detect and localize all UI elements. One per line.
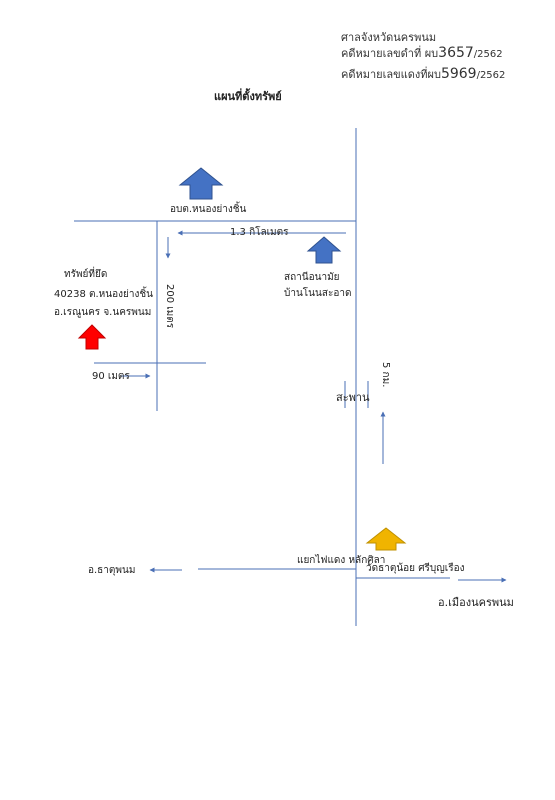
label-distance-13km: 1.3 กิโลเมตร (230, 227, 289, 238)
label-tambon-office: อบต.หนองย่างชิ้น (170, 204, 247, 215)
label-dist-90m: 90 เมตร (92, 371, 130, 382)
blue-arrow-health-icon (306, 236, 342, 264)
label-bridge: สะพาน (336, 391, 370, 404)
label-property-3: อ.เรณูนคร จ.นครพนม (54, 307, 152, 318)
red-case-number: คดีหมายเลขแดงที่ผบ5969/2562 (341, 65, 505, 83)
black-case-prefix: คดีหมายเลขดำที่ ผบ (341, 47, 439, 60)
black-case-no: 3657 (438, 45, 474, 61)
map-title: แผนที่ตั้งทรัพย์ (214, 90, 282, 103)
label-temple: วัดธาตุน้อย ศรีบุญเรือง (366, 563, 465, 574)
red-arrow-property-icon (77, 324, 107, 350)
blue-arrow-tambon-icon (178, 167, 224, 200)
label-that-phanom: อ.ธาตุพนม (88, 565, 136, 576)
label-health-station-2: บ้านโนนสะอาด (284, 288, 352, 299)
label-health-station-1: สถานีอนามัย (284, 272, 340, 283)
black-case-year: /2562 (473, 49, 503, 60)
label-dist-5km: 5 กม. (380, 362, 391, 388)
red-case-year: /2562 (476, 70, 506, 81)
label-dist-200m: 200 เมตร (164, 284, 175, 329)
gold-arrow-temple-icon (365, 527, 407, 551)
red-case-no: 5969 (440, 66, 477, 82)
label-mueang: อ.เมืองนครพนม (438, 596, 514, 609)
label-property-1: ทรัพย์ที่ยึด (64, 269, 108, 280)
label-intersection: แยกไฟแดง หลักศิลา (297, 555, 386, 566)
black-case-number: คดีหมายเลขดำที่ ผบ3657/2562 (341, 44, 503, 62)
label-property-2: 40238 ต.หนองย่างชิ้น (54, 289, 153, 300)
red-case-prefix: คดีหมายเลขแดงที่ผบ (341, 68, 441, 81)
court-name: ศาลจังหวัดนครพนม (341, 31, 437, 44)
